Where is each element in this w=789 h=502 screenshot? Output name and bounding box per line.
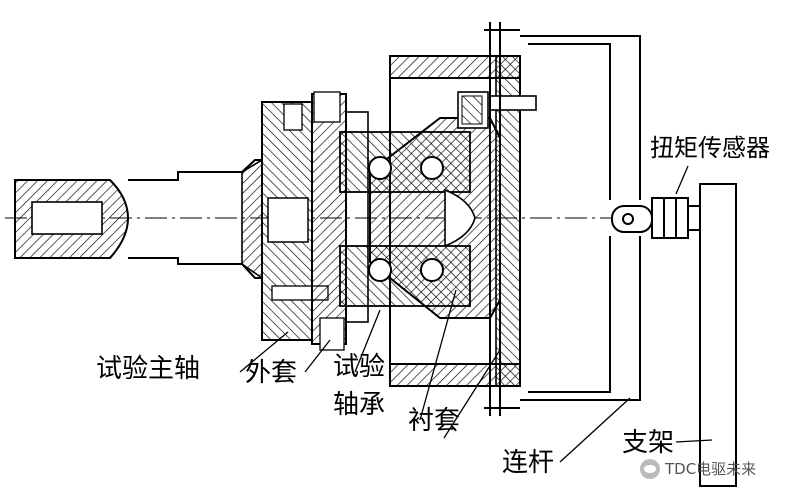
- outer-sleeve: [261, 91, 369, 351]
- connecting-rod: [484, 22, 641, 416]
- torque-sensor: [611, 197, 701, 239]
- label-test-bearing-line2: 轴承: [333, 390, 386, 420]
- watermark-text: TDC电驱未来: [665, 460, 757, 478]
- label-bushing: 衬套: [408, 406, 461, 436]
- label-test-bearing-line1: 试验: [333, 352, 386, 382]
- label-bracket: 支架: [622, 428, 675, 458]
- test-spindle: [14, 158, 263, 280]
- test-bearing: [339, 91, 537, 319]
- label-outer-sleeve: 外套: [245, 358, 298, 388]
- bracket: [699, 183, 737, 487]
- label-connecting-rod: 连杆: [502, 448, 555, 478]
- watermark: TDC电驱未来: [640, 458, 756, 479]
- label-torque-sensor: 扭矩传感器: [650, 134, 770, 162]
- label-test-spindle: 试验主轴: [96, 354, 201, 384]
- leader-lines: [239, 165, 713, 463]
- wechat-icon: [640, 458, 660, 479]
